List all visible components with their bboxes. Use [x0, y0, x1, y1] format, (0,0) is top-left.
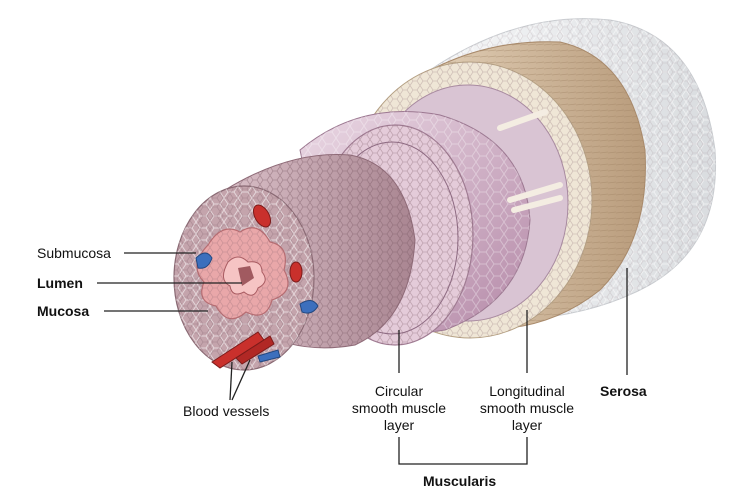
blood-vessels [195, 204, 319, 369]
muscularis-bracket [398, 437, 528, 465]
leader-lines [97, 252, 628, 465]
label-longitudinal-line-1: Longitudinal [489, 383, 565, 399]
label-circular-line-1: Circular [374, 383, 424, 399]
blood-vessels-leader-2 [231, 359, 251, 401]
lumen [223, 256, 266, 296]
label-submucosa: Submucosa [37, 245, 111, 261]
label-longitudinal-muscle: Longitudinal smooth muscle layer [462, 383, 592, 434]
label-blood-vessels: Blood vessels [183, 403, 270, 419]
blood-vessels-leader-1 [229, 361, 233, 401]
label-mucosa: Mucosa [37, 303, 90, 319]
label-circular-muscle: Circular smooth muscle layer [339, 383, 459, 434]
label-circular-line-3: layer [383, 417, 415, 433]
label-muscularis: Muscularis [423, 473, 497, 489]
label-lumen: Lumen [37, 275, 83, 291]
label-serosa: Serosa [600, 383, 647, 399]
label-longitudinal-line-3: layer [511, 417, 543, 433]
muscle-fiber-bundles [497, 109, 563, 213]
label-circular-line-2: smooth muscle [351, 400, 447, 416]
label-longitudinal-line-2: smooth muscle [479, 400, 575, 416]
